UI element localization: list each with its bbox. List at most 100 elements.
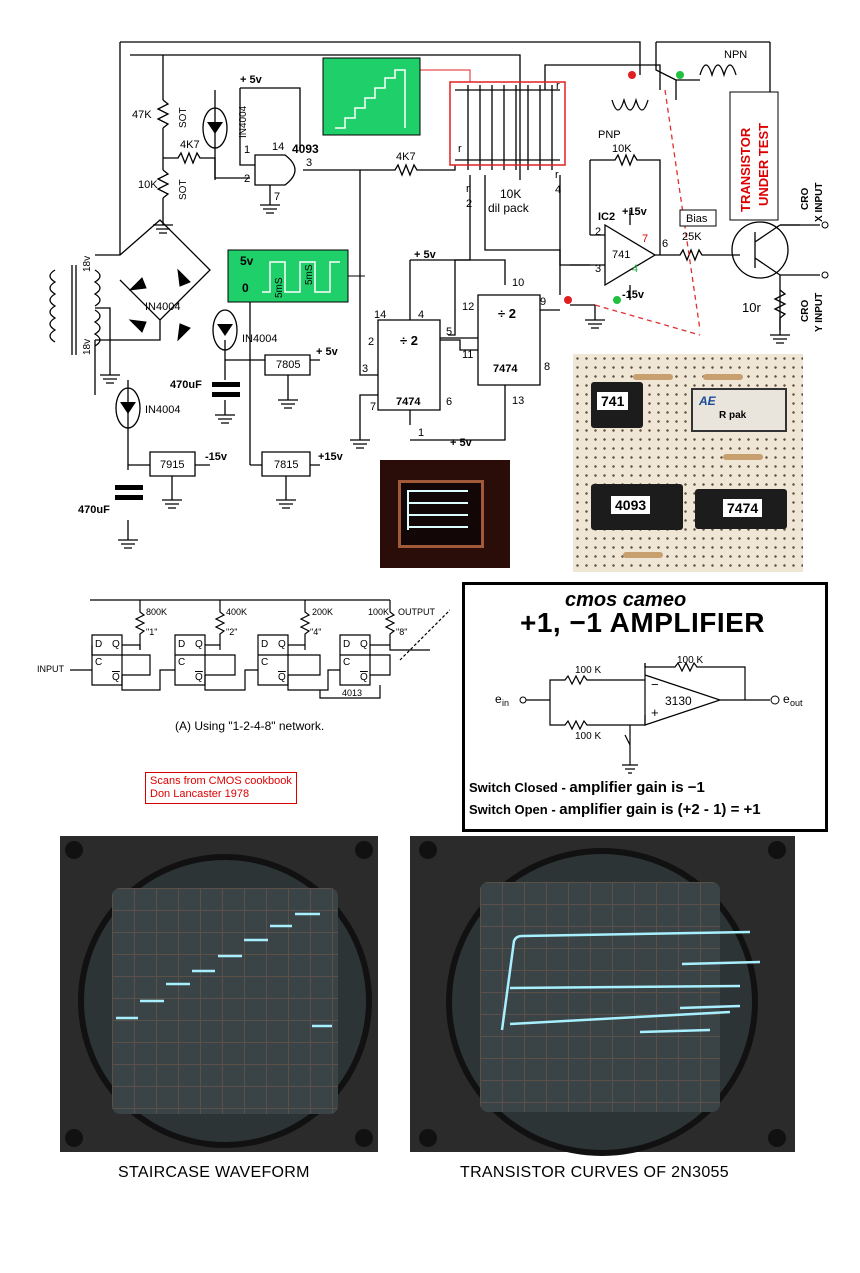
counter-weight-8: "8" bbox=[396, 627, 407, 637]
resistor-photo-c bbox=[723, 454, 763, 460]
supply-minus15v: -15v bbox=[205, 451, 228, 463]
supply-5v-low: + 5v bbox=[450, 437, 473, 449]
diode-bridge-label: IN4004 bbox=[145, 301, 180, 313]
chip-label-4093: 4093 bbox=[611, 496, 651, 514]
cameo-line2-prefix: Switch Open - bbox=[469, 802, 560, 817]
label-dil-r4: r bbox=[555, 169, 559, 181]
cro-y-line2: Y INPUT bbox=[814, 293, 825, 332]
counter-r-100k: 100K bbox=[368, 607, 389, 617]
reg-7815-label: 7815 bbox=[274, 459, 298, 471]
counter-r-200k: 200K bbox=[312, 607, 333, 617]
pulse-5ms-b: 5mS bbox=[304, 264, 315, 285]
transistor-curves-scope-photo bbox=[410, 836, 795, 1156]
transistor-curves-caption: TRANSISTOR CURVES OF 2N3055 bbox=[460, 1164, 729, 1181]
label-quarter: 4 bbox=[555, 184, 561, 196]
ff4-q: Q bbox=[360, 639, 368, 650]
ff3-d: D bbox=[261, 639, 268, 650]
ff1-c: C bbox=[95, 657, 102, 668]
title-transistor: TRANSISTOR bbox=[738, 127, 753, 212]
resistor-photo-a bbox=[633, 374, 673, 380]
label-10k-fb: 10K bbox=[612, 143, 632, 155]
cameo-plus: + bbox=[651, 705, 659, 720]
ff4-d: D bbox=[343, 639, 350, 650]
label-npn: NPN bbox=[724, 49, 747, 61]
ff3-qbar: Q bbox=[278, 672, 286, 683]
cameo-line1-prefix: Switch Closed - bbox=[469, 780, 570, 795]
label-sot-bottom: SOT bbox=[178, 179, 189, 200]
pin-ff1-14: 14 bbox=[374, 309, 386, 321]
resistor-photo-d bbox=[623, 552, 663, 558]
breadboard-rpak: AE R pak bbox=[691, 388, 787, 432]
breadboard-chip-7474: 7474 bbox=[695, 489, 787, 529]
rpak-logo: AE bbox=[699, 394, 716, 408]
pin-gate-14: 14 bbox=[272, 141, 284, 153]
label-47k: 47K bbox=[132, 109, 152, 121]
cap-470uf-a: 470uF bbox=[170, 379, 202, 391]
ff2-c: C bbox=[178, 657, 185, 668]
pin-ff1-2: 2 bbox=[368, 336, 374, 348]
label-4k7-a: 4K7 bbox=[180, 139, 200, 151]
div2-b: ÷ 2 bbox=[498, 306, 516, 321]
pin-op-2: 2 bbox=[595, 226, 601, 238]
chip-label-7474: 7474 bbox=[723, 499, 763, 517]
pin-ff1-5: 5 bbox=[446, 326, 452, 338]
pin-ff1-7: 7 bbox=[370, 401, 376, 413]
ff1-d: D bbox=[95, 639, 102, 650]
rpak-label: R pak bbox=[719, 410, 747, 421]
cameo-ein: e bbox=[495, 692, 502, 706]
scope-thumbnail-photo bbox=[380, 460, 510, 568]
chip-741-label: 741 bbox=[612, 249, 630, 261]
pulse-5v: 5v bbox=[240, 254, 254, 268]
pin-ff2-9: 9 bbox=[540, 296, 546, 308]
pin-ff2-10: 10 bbox=[512, 277, 524, 289]
xfmr-18v-a: 18v bbox=[82, 256, 93, 272]
label-4k7-b: 4K7 bbox=[396, 151, 416, 163]
chip-4093-label: 4093 bbox=[292, 142, 319, 156]
title-under-test: UNDER TEST bbox=[756, 123, 771, 206]
counter-weight-4: "4" bbox=[310, 627, 321, 637]
ff1-qbar: Q bbox=[112, 672, 120, 683]
counter-weight-2: "2" bbox=[226, 627, 237, 637]
pin-ff2-12: 12 bbox=[462, 301, 474, 313]
cmos-cameo-panel: cmos cameo +1, −1 AMPLIFIER 100 K 100 K … bbox=[462, 582, 828, 832]
pin-gate-1: 1 bbox=[244, 144, 250, 156]
label-dil-pack-1: 10K bbox=[500, 187, 521, 201]
label-pnp: PNP bbox=[598, 129, 621, 141]
cameo-circuit: 100 K 100 K 100 K 3130 − + e in e out bbox=[495, 655, 803, 774]
diode-mid-label: IN4004 bbox=[242, 333, 277, 345]
label-dil-r-top: r bbox=[556, 80, 560, 92]
pin-ff1-1: 1 bbox=[418, 427, 424, 439]
schematic: 47K SOT 10K SOT 4K7 4K7 10K 25K 10r 10K … bbox=[49, 41, 829, 549]
chip-7474-b-label: 7474 bbox=[493, 363, 518, 375]
diode-top-label: IN4004 bbox=[238, 105, 249, 138]
div2-a: ÷ 2 bbox=[400, 333, 418, 348]
cameo-line-open: Switch Open - amplifier gain is (+2 - 1)… bbox=[469, 801, 761, 818]
cap-470uf-b: 470uF bbox=[78, 504, 110, 516]
pin-op-3: 3 bbox=[595, 263, 601, 275]
breadboard-chip-4093: 4093 bbox=[591, 484, 683, 530]
breadboard-chip-741: 741 bbox=[591, 382, 643, 428]
label-dil-r2: r bbox=[466, 183, 470, 195]
supply-15v: +15v bbox=[318, 451, 344, 463]
label-dil-pack-2: dil pack bbox=[488, 201, 530, 215]
counter-caption: (A) Using "1-2-4-8" network. bbox=[175, 719, 324, 733]
pin-ff1-3: 3 bbox=[362, 363, 368, 375]
pin-gate-3: 3 bbox=[306, 157, 312, 169]
ff1-q: Q bbox=[112, 639, 120, 650]
staircase-caption: STAIRCASE WAVEFORM bbox=[118, 1164, 310, 1181]
resistor-photo-b bbox=[703, 374, 743, 380]
source-note: Scans from CMOS cookbook Don Lancaster 1… bbox=[145, 772, 297, 804]
cameo-line-closed: Switch Closed - amplifier gain is −1 bbox=[469, 779, 705, 796]
reg-7805-label: 7805 bbox=[276, 359, 300, 371]
chip-7474-a-label: 7474 bbox=[396, 396, 421, 408]
pulse-0: 0 bbox=[242, 281, 249, 295]
staircase-scope-photo bbox=[60, 836, 378, 1152]
transistor-curves-trace bbox=[419, 841, 786, 1147]
source-note-line1: Scans from CMOS cookbook bbox=[150, 775, 292, 787]
pin-ff1-6: 6 bbox=[446, 396, 452, 408]
label-10k-left: 10K bbox=[138, 179, 158, 191]
cameo-ein-sub: in bbox=[502, 698, 509, 708]
chip-ic2-label: IC2 bbox=[598, 211, 615, 223]
ff2-q: Q bbox=[195, 639, 203, 650]
cameo-line2-value: amplifier gain is (+2 - 1) = +1 bbox=[559, 801, 761, 818]
